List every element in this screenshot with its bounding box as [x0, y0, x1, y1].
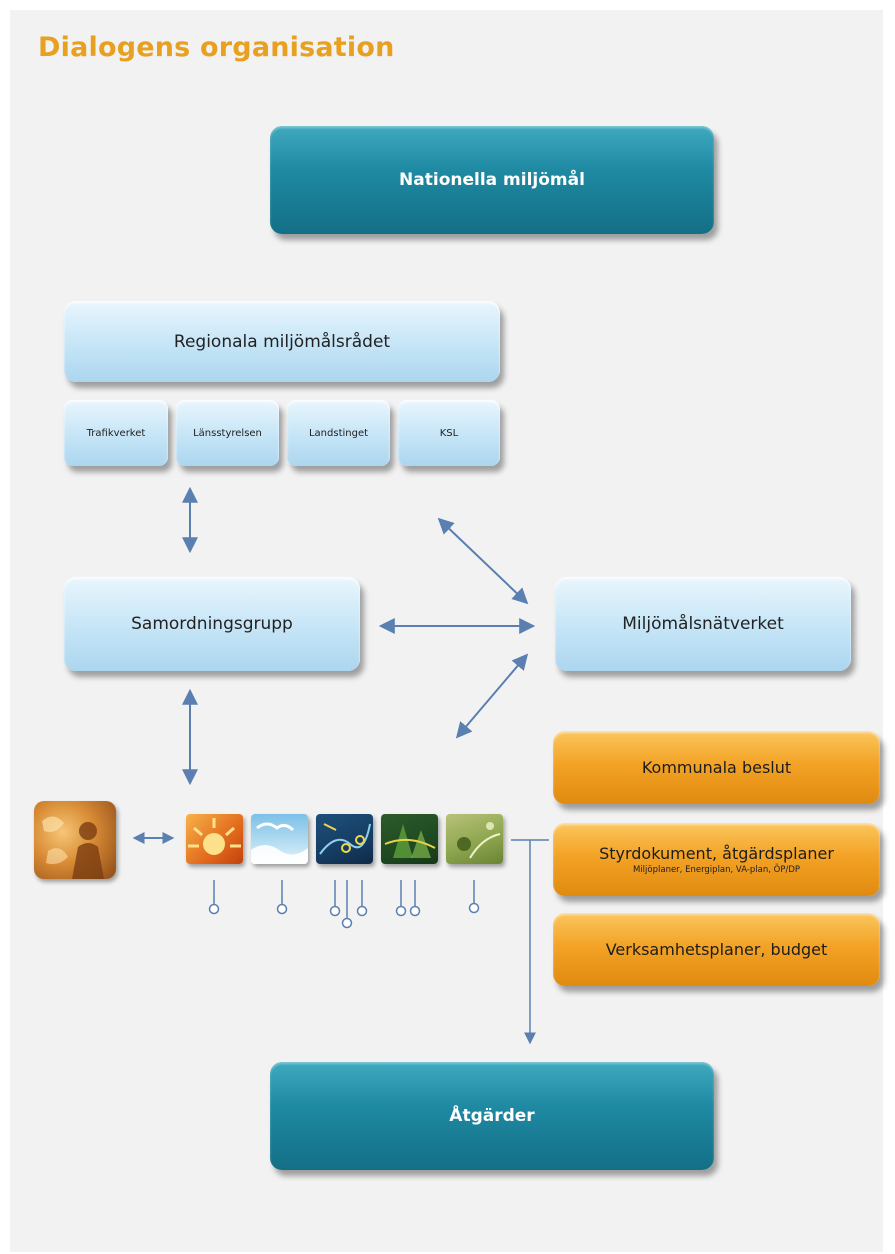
node-samordningsgrupp: Samordningsgrupp	[64, 577, 360, 671]
verksamhetsplaner-label: Verksamhetsplaner, budget	[605, 940, 828, 959]
node-miljomalsnatverket: Miljömålsnätverket	[555, 577, 851, 671]
styrdokument-sublabel: Miljöplaner, Energiplan, VA-plan, ÖP/DP	[632, 865, 801, 875]
lake-sea-icon	[316, 814, 373, 864]
community-illustration-icon	[34, 801, 116, 879]
node-atgarder: Åtgärder	[270, 1062, 714, 1170]
node-kommunala-beslut: Kommunala beslut	[553, 731, 880, 804]
node-member-ksl: KSL	[398, 400, 500, 466]
styrdokument-label: Styrdokument, åtgärdsplaner	[599, 844, 834, 863]
node-nationella-miljomal: Nationella miljömål	[270, 126, 714, 234]
node-member-landstinget: Landstinget	[287, 400, 390, 466]
node-styrdokument: Styrdokument, åtgärdsplaner Miljöplaner,…	[553, 823, 880, 896]
node-regionala-miljomalsradet: Regionala miljömålsrådet	[64, 301, 500, 382]
node-member-lansstyrelsen: Länsstyrelsen	[176, 400, 279, 466]
node-verksamhetsplaner: Verksamhetsplaner, budget	[553, 913, 880, 986]
kommunala-beslut-label: Kommunala beslut	[641, 758, 792, 777]
page-title: Dialogens organisation	[38, 32, 395, 63]
node-member-trafikverket: Trafikverket	[64, 400, 168, 466]
forest-icon	[381, 814, 438, 864]
agriculture-icon	[446, 814, 503, 864]
sun-climate-icon	[186, 814, 243, 864]
air-water-icon	[251, 814, 308, 864]
